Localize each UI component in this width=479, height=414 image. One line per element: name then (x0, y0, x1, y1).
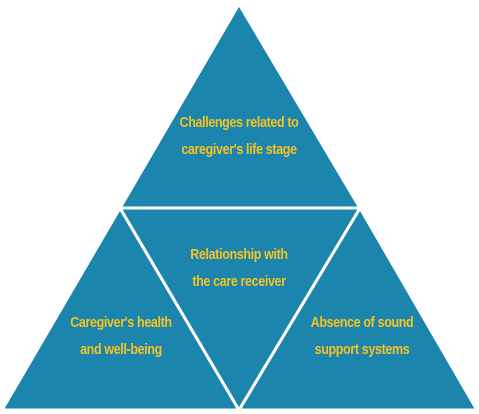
left-label: Caregiver's health and well-being (48, 310, 194, 364)
center-label-line-1: Relationship with (190, 247, 288, 263)
center-label: Relationship with the care receiver (162, 242, 317, 296)
top-triangle (118, 2, 362, 210)
left-label-line-1: Caregiver's health (70, 315, 172, 331)
top-label-line-1: Challenges related to (179, 115, 299, 131)
top-label: Challenges related to caregiver's life s… (153, 110, 325, 164)
center-label-line-2: the care receiver (192, 274, 286, 290)
center-triangle (118, 206, 362, 412)
top-label-line-2: caregiver's life stage (181, 142, 297, 158)
right-label-line-2: support systems (314, 342, 410, 358)
right-label: Absence of sound support systems (289, 310, 435, 364)
right-label-line-1: Absence of sound (310, 315, 414, 331)
left-label-line-2: and well-being (80, 342, 162, 358)
